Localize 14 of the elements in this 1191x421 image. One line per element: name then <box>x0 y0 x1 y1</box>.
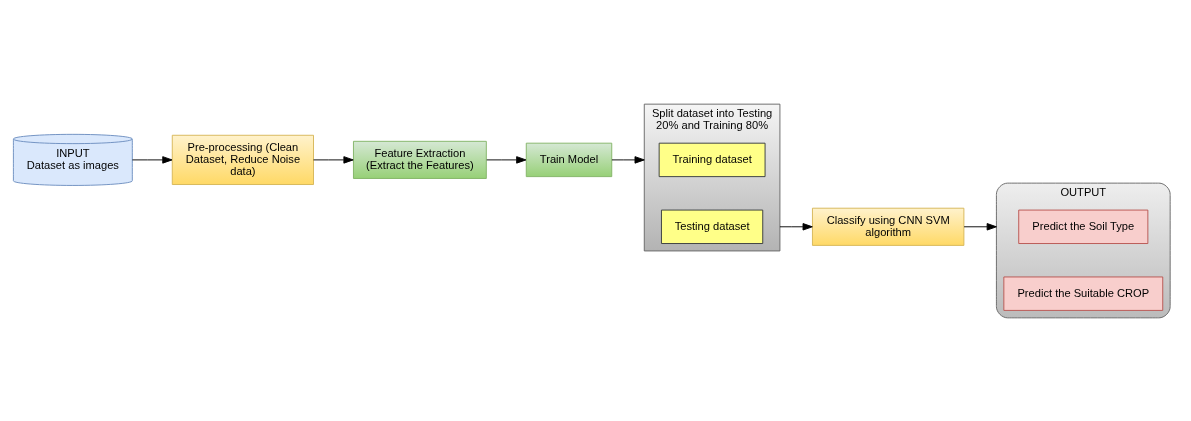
node-box: Feature Extraction (Extract the Features) <box>353 140 487 179</box>
arrow <box>131 155 173 164</box>
arrow <box>779 222 813 230</box>
node-box: Training dataset <box>658 142 766 177</box>
arrow <box>313 155 354 164</box>
node-box: Predict the Suitable CROP <box>1003 276 1164 311</box>
arrow <box>963 222 997 230</box>
arrow <box>486 155 527 164</box>
node-box: Classify using CNN SVM algorithm <box>812 207 965 246</box>
node-box: Train Model <box>525 142 613 177</box>
arrow <box>611 155 645 164</box>
node-box: Pre-processing (Clean Dataset, Reduce Noise data) <box>171 134 314 185</box>
node-box: Testing dataset <box>661 209 764 244</box>
node-box: Predict the Soil Type <box>1018 209 1149 244</box>
